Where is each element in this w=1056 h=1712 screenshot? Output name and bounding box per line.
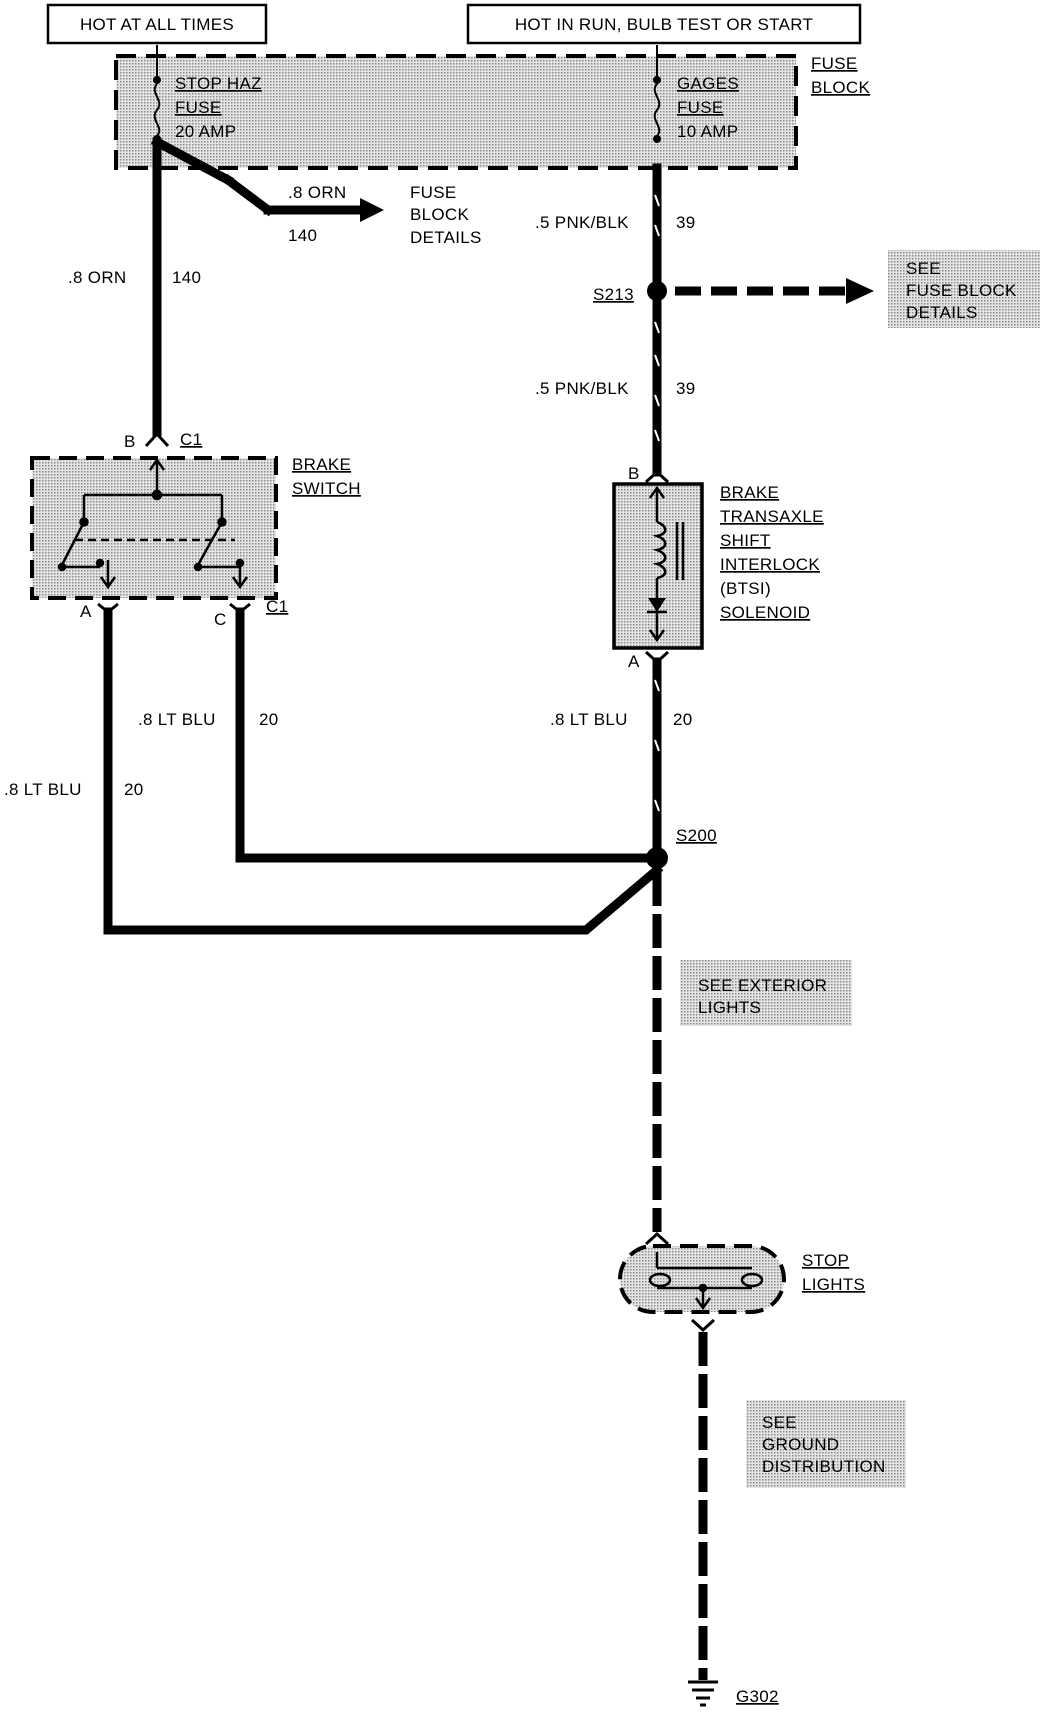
s213-ref-2: FUSE BLOCK (906, 281, 1017, 300)
fuse-block-details-3: DETAILS (410, 228, 482, 247)
fuse-block-details-ref-box (888, 250, 1040, 328)
branch-wire-size: .8 ORN (288, 183, 346, 202)
wire-39-circuit-bottom: 39 (676, 379, 696, 398)
a-out-wire-circuit: 20 (124, 780, 144, 799)
brake-switch-pin-a: A (80, 602, 92, 621)
gages-fuse-label-3: 10 AMP (677, 122, 738, 141)
wire-140: .8 ORN 140 FUSE BLOCK DETAILS .8 ORN 140 (68, 135, 482, 437)
btsi-label-1: BRAKE (720, 483, 779, 502)
fuse-block-details-1: FUSE (410, 183, 457, 202)
exterior-lights-ref-1: SEE EXTERIOR (698, 976, 827, 995)
fuse-block-label-1: FUSE (811, 54, 858, 73)
wire-140-size: .8 ORN (68, 268, 126, 287)
s213-arrow-icon (846, 278, 874, 304)
exterior-lights-ref-box (680, 960, 852, 1026)
btsi-solenoid: B BRAKE TRANSAXLE SHIFT INTERLOCK (BTSI)… (612, 464, 824, 671)
btsi-coil-icon (648, 485, 685, 643)
fuse-block-label-2: BLOCK (811, 78, 870, 97)
splice-s200-label: S200 (676, 826, 717, 845)
wire-39: .5 PNK/BLK 39 S213 SEE FUSE BLOCK DETAIL… (535, 163, 1040, 477)
stop-lights-label-2: LIGHTS (802, 1275, 865, 1294)
btsi-out-wire-circuit: 20 (673, 710, 693, 729)
hot-at-all-times-box: HOT AT ALL TIMES (46, 3, 268, 45)
exterior-lights-ref-2: LIGHTS (698, 998, 761, 1017)
c-out-wire-circuit: 20 (259, 710, 279, 729)
a-out-wire-size: .8 LT BLU (4, 780, 82, 799)
stop-haz-fuse-label-1: STOP HAZ (175, 74, 262, 93)
btsi-pin-b: B (628, 464, 640, 483)
branch-wire-circuit: 140 (288, 226, 317, 245)
brake-switch-label-1: BRAKE (292, 455, 351, 474)
splice-s213 (647, 281, 667, 301)
gages-fuse-label-1: GAGES (677, 74, 739, 93)
ground-g302-label: G302 (736, 1687, 779, 1706)
s213-ref-3: DETAILS (906, 303, 978, 322)
brake-switch-c1-bottom: C1 (266, 597, 288, 616)
fuse-block: FUSE BLOCK STOP HAZ FUSE 20 AMP GAGES FU… (114, 45, 870, 170)
btsi-label-5: (BTSI) (720, 579, 771, 598)
brake-switch-pin-c: C (214, 610, 227, 629)
c-out-wire-size: .8 LT BLU (138, 710, 216, 729)
gages-fuse-label-2: FUSE (677, 98, 724, 117)
ground-ref-2: GROUND (762, 1435, 839, 1454)
s213-ref-1: SEE (906, 259, 941, 278)
stop-haz-fuse-label-3: 20 AMP (175, 122, 236, 141)
wire-39-circuit-top: 39 (676, 213, 696, 232)
brake-switch-pin-b: B (124, 432, 136, 451)
hot-at-all-times-label: HOT AT ALL TIMES (80, 15, 234, 34)
fuse-block-details-arrow-icon (360, 198, 384, 222)
gages-fuse-icon (653, 45, 661, 143)
ground-icon (688, 1680, 718, 1707)
btsi-pin-a: A (628, 652, 640, 671)
ground-ref-3: DISTRIBUTION (762, 1457, 886, 1476)
wire-140-circuit: 140 (172, 268, 201, 287)
wires-20: .8 LT BLU 20 .8 LT BLU 20 .8 LT BLU 20 S… (4, 607, 852, 1232)
stop-lights-label-1: STOP (802, 1251, 849, 1270)
brake-switch: B C1 BRAKE SWITCH (30, 430, 361, 629)
wire-39-size-top: .5 PNK/BLK (535, 213, 629, 232)
btsi-label-2: TRANSAXLE (720, 507, 824, 526)
wire-39-size-bottom: .5 PNK/BLK (535, 379, 629, 398)
fuse-block-details-2: BLOCK (410, 205, 469, 224)
hot-in-run-label: HOT IN RUN, BULB TEST OR START (515, 15, 813, 34)
stop-haz-fuse-label-2: FUSE (175, 98, 222, 117)
btsi-label-4: INTERLOCK (720, 555, 820, 574)
splice-s213-label: S213 (593, 285, 634, 304)
hot-in-run-box: HOT IN RUN, BULB TEST OR START (466, 3, 862, 45)
ground-ref-1: SEE (762, 1413, 797, 1432)
btsi-label-6: SOLENOID (720, 603, 810, 622)
btsi-out-wire-size: .8 LT BLU (550, 710, 628, 729)
stop-light-bulbs-icon (648, 1252, 764, 1311)
ground-distribution-ref-box (746, 1400, 906, 1488)
splice-s200 (646, 847, 668, 869)
brake-switch-c1-top: C1 (180, 430, 202, 449)
btsi-label-3: SHIFT (720, 531, 771, 550)
brake-switch-contacts-icon (57, 457, 249, 590)
brake-switch-label-2: SWITCH (292, 479, 361, 498)
stop-lights: STOP LIGHTS SEE GROUND DISTRIBUTION G302 (618, 1231, 906, 1707)
